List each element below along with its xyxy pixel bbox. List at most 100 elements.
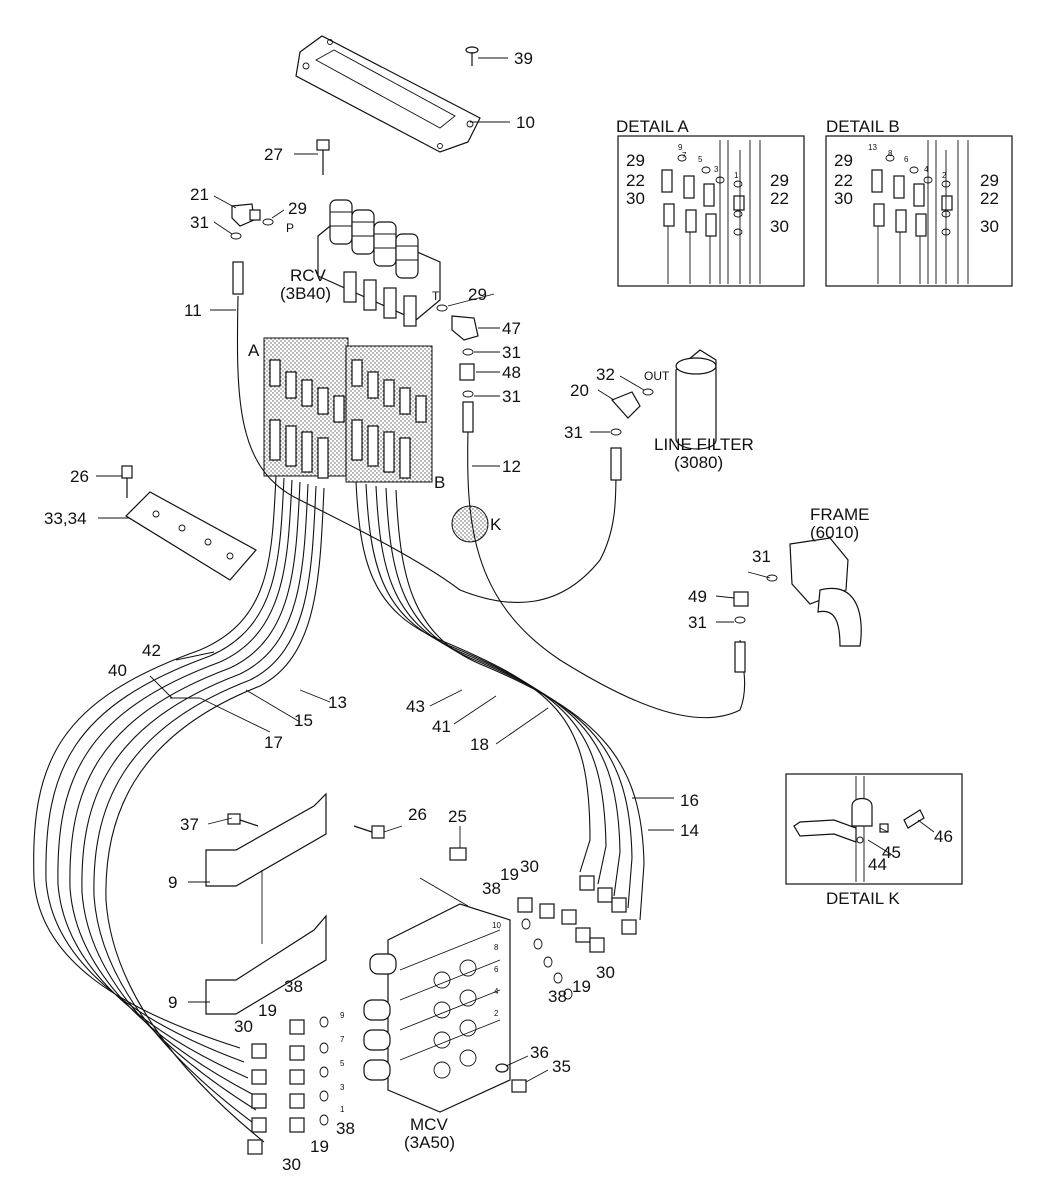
bolt-37 (227, 813, 259, 827)
label-42: 42 (142, 641, 161, 660)
detail-a-fittings (661, 140, 761, 284)
mcv-port-5: 5 (340, 1059, 345, 1068)
detail-b-fittings (871, 140, 969, 284)
label-zone-a: A (248, 341, 260, 360)
zone-fittings (269, 359, 427, 479)
label-30-mcv-l-bottom: 30 (282, 1155, 301, 1174)
label-zone-b: B (434, 473, 445, 492)
label-19-mcv-l-bottom: 19 (310, 1137, 329, 1156)
label-31-a: 31 (502, 343, 521, 362)
label-35: 35 (552, 1057, 571, 1076)
detail-b-port-2: 2 (942, 171, 947, 180)
mcv-block (363, 903, 511, 1113)
label-detail-b-22-left: 22 (834, 171, 853, 190)
label-40: 40 (108, 661, 127, 680)
label-47: 47 (502, 319, 521, 338)
detail-a-port-3: 3 (714, 165, 719, 174)
o-ring-31-left (230, 232, 242, 240)
label-21: 21 (190, 185, 209, 204)
detail-b-port-8: 8 (888, 149, 893, 158)
label-20: 20 (570, 381, 589, 400)
label-detail-b-22-right: 22 (980, 189, 999, 208)
elbow-fitting-21 (231, 203, 261, 227)
label-48: 48 (502, 363, 521, 382)
mcv-right-fittings (517, 875, 637, 1000)
label-mcv-code: (3A50) (404, 1133, 455, 1152)
hose-end-fittings (232, 261, 746, 673)
label-26-top: 26 (70, 467, 89, 486)
mcv-port-4: 4 (494, 987, 499, 996)
label-38-mcv-r-top: 38 (482, 879, 501, 898)
mcv-port-6: 6 (494, 965, 499, 974)
label-port-out: OUT (644, 369, 670, 383)
bracket-9-upper (205, 792, 327, 887)
bolt-26-mid (353, 825, 385, 839)
label-31-filter: 31 (564, 423, 583, 442)
label-14: 14 (680, 821, 699, 840)
mounting-plate (125, 491, 257, 581)
label-detail-b-29-right: 29 (980, 171, 999, 190)
mcv-port-8: 8 (494, 943, 499, 952)
detail-k-box (785, 773, 963, 885)
label-port-t: T (432, 289, 440, 303)
label-detail-a-30-right: 30 (770, 217, 789, 236)
hose-bundle-right (355, 481, 645, 921)
leader-lines (96, 57, 935, 1083)
o-ring-31-frame-a (766, 574, 778, 582)
label-46: 46 (934, 827, 953, 846)
plug-25 (449, 847, 467, 861)
cover-plate (295, 35, 481, 153)
mcv-port-7: 7 (340, 1035, 345, 1044)
detail-a-port-5: 5 (698, 155, 703, 164)
label-line-filter-name: LINE FILTER (654, 435, 754, 454)
label-30-mcv-r-top: 30 (520, 857, 539, 876)
label-36: 36 (530, 1043, 549, 1062)
label-38-mcv-r-bottom: 38 (548, 987, 567, 1006)
label-13: 13 (328, 693, 347, 712)
label-rcv-name: RCV (290, 266, 327, 285)
screw-39 (465, 46, 479, 66)
label-27: 27 (264, 145, 283, 164)
elbow-fitting-47 (451, 315, 479, 341)
label-19-mcv-r-bottom: 19 (572, 977, 591, 996)
mcv-left-fittings (247, 1016, 329, 1155)
detail-b-port-4: 4 (924, 165, 929, 174)
o-ring-31-filter (610, 428, 622, 436)
mcv-port-3: 3 (340, 1083, 345, 1092)
mcv-port-10: 10 (492, 921, 501, 930)
label-10: 10 (516, 113, 535, 132)
o-ring-29-right (436, 304, 448, 312)
detail-a-port-7: 7 (682, 151, 687, 160)
frame-bracket (789, 537, 862, 647)
detail-a-port-9: 9 (678, 143, 683, 152)
o-ring-31-b (462, 390, 474, 398)
label-detail-b-29-left: 29 (834, 151, 853, 170)
label-45: 45 (882, 843, 901, 862)
label-31-rcv: 31 (190, 213, 209, 232)
hose-11 (236, 295, 617, 604)
bolt-26-top (121, 465, 133, 498)
label-12: 12 (502, 457, 521, 476)
label-26-mid: 26 (408, 805, 427, 824)
connector-49 (733, 591, 749, 607)
label-41: 41 (432, 717, 451, 736)
washer-36 (495, 1063, 509, 1073)
bracket-9-lower (205, 914, 327, 1015)
label-19-mcv-r-top: 19 (500, 865, 519, 884)
label-port-p: P (286, 221, 294, 235)
label-17: 17 (264, 733, 283, 752)
label-frame-code: (6010) (810, 523, 859, 542)
o-ring-31-frame-b (734, 616, 746, 624)
label-37: 37 (180, 815, 199, 834)
adapter-48 (459, 363, 475, 381)
o-ring-29-left (262, 218, 274, 226)
detail-k-clamp (793, 776, 925, 882)
label-line-filter-code: (3080) (674, 453, 723, 472)
label-31-b: 31 (502, 387, 521, 406)
label-49: 49 (688, 587, 707, 606)
bolt-27 (316, 139, 330, 175)
o-ring-32 (642, 388, 654, 396)
label-44: 44 (868, 855, 887, 874)
label-38-mcv-l-bottom: 38 (336, 1119, 355, 1138)
label-detail-a-30-left: 30 (626, 189, 645, 208)
